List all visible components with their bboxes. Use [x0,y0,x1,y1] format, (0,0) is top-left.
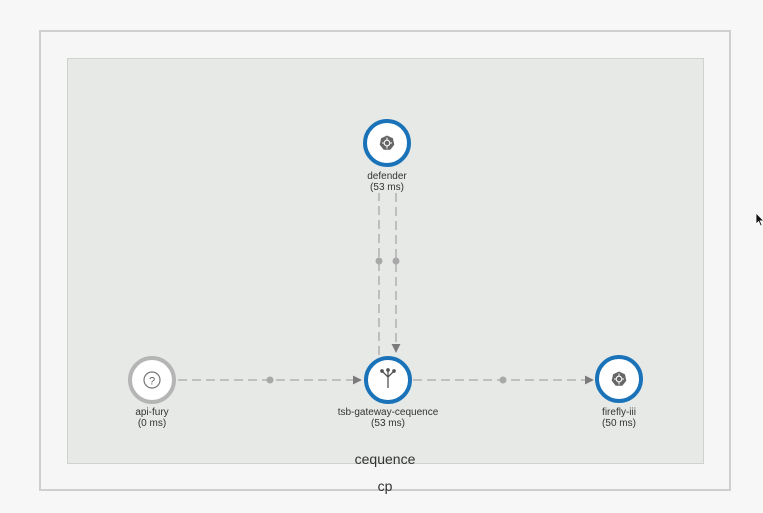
node-api-fury[interactable]: ? [128,356,176,404]
kubernetes-icon [379,135,395,150]
edge-api-fury-to-gateway[interactable] [178,375,362,385]
node-firefly-iii[interactable] [595,355,643,403]
node-name: api-fury [135,407,169,418]
node-defender[interactable] [363,119,411,167]
node-label-defender: defender (53 ms) [307,171,467,193]
node-tsb-gateway-cequence[interactable] [364,356,412,404]
node-latency: (50 ms) [602,418,636,429]
edge-defender-to-gateway[interactable] [391,193,401,353]
node-name: defender [367,171,407,182]
node-label-firefly-iii: firefly-iii (50 ms) [539,407,699,429]
node-label-api-fury: api-fury (0 ms) [72,407,232,429]
node-name: tsb-gateway-cequence [337,407,439,418]
edge-gateway-to-defender[interactable] [375,193,383,355]
node-latency: (53 ms) [370,182,404,193]
node-name: firefly-iii [602,407,636,418]
cluster-label: cp [377,478,393,494]
node-latency: (0 ms) [137,418,167,429]
mouse-cursor-icon [755,212,763,227]
node-latency: (53 ms) [371,418,405,429]
edge-gateway-to-firefly[interactable] [413,375,594,385]
question-icon [143,371,161,389]
kubernetes-icon [611,371,627,386]
namespace-label: cequence [354,451,416,467]
node-label-tsb-gateway-cequence: tsb-gateway-cequence (53 ms) [308,407,468,429]
gateway-icon [380,368,396,388]
question-mark-glyph: ? [149,376,155,388]
